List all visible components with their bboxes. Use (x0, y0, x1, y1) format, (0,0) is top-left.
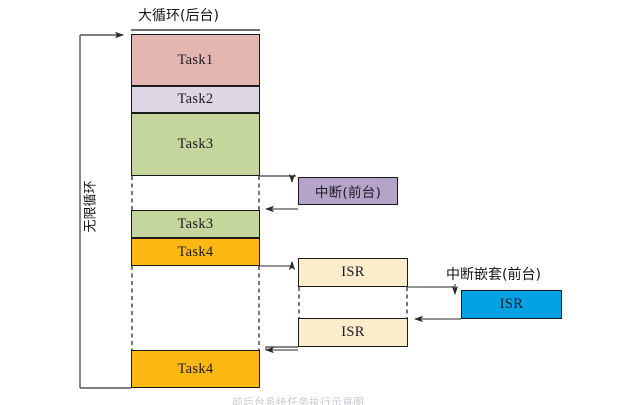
infinite-loop-label: 无限循环 (83, 180, 99, 233)
connector-isr-to-nested (408, 284, 459, 295)
infinite-loop-bracket (79, 31, 131, 389)
connector-task-to-interrupt (260, 174, 296, 183)
block-interrupt[interactable]: 中断(前台) (298, 177, 398, 205)
dashed-guides (131, 176, 408, 350)
block-task1[interactable]: Task1 (131, 34, 260, 86)
page-title: 大循环(后台) (138, 8, 219, 24)
block-task2[interactable]: Task2 (131, 86, 260, 113)
block-isr-second[interactable]: ISR (298, 318, 408, 347)
connector-task4-to-isr (260, 261, 296, 270)
block-isr-first[interactable]: ISR (298, 258, 408, 287)
block-task3-resumed[interactable]: Task3 (131, 210, 260, 238)
block-task4[interactable]: Task4 (131, 238, 260, 266)
nested-interrupt-label: 中断嵌套(前台) (446, 267, 541, 283)
block-task4-resumed[interactable]: Task4 (131, 350, 260, 388)
block-isr-nested[interactable]: ISR (461, 290, 562, 319)
connector-isr-to-task4 (265, 346, 298, 354)
bottom-caption: 前后台系统任务执行示意图 (232, 396, 364, 405)
block-task3[interactable]: Task3 (131, 113, 260, 176)
